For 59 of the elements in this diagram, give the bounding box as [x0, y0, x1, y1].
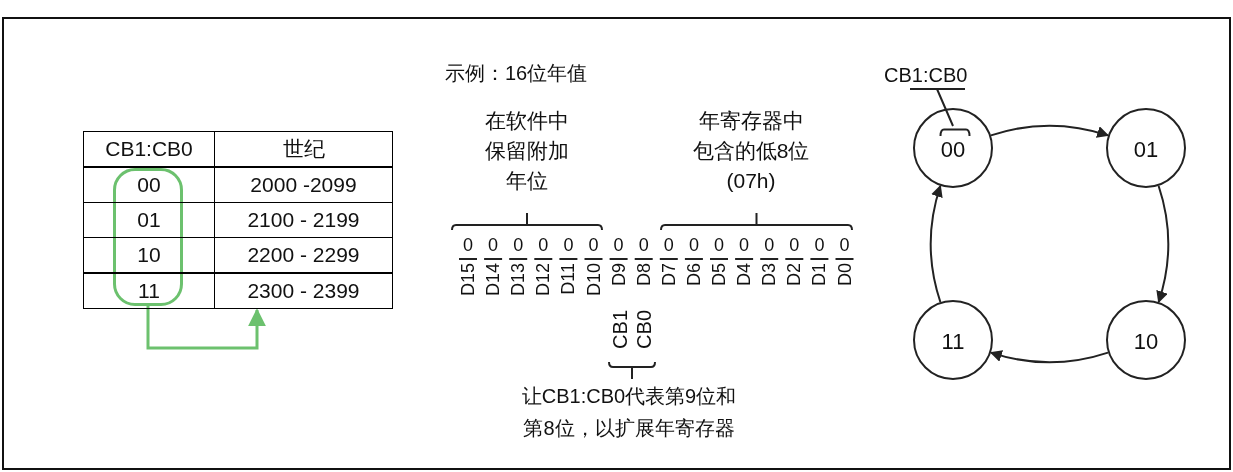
header-cell: 世纪 — [214, 131, 393, 167]
bit-name: D2 — [783, 263, 806, 286]
bit-value: 0 — [813, 235, 826, 256]
bracket-mark — [939, 128, 971, 137]
bit-name: D1 — [808, 263, 831, 286]
bit-value: 0 — [687, 235, 700, 256]
bit-name: D0 — [833, 263, 856, 286]
bit-value: 0 — [838, 235, 851, 256]
bit-name: D8 — [632, 263, 655, 286]
bit-value: 0 — [662, 235, 675, 256]
leader-line — [909, 88, 966, 127]
bit-name: D11 — [557, 263, 580, 295]
bit-value: 0 — [462, 235, 474, 256]
bit-value: 0 — [537, 235, 550, 256]
highlight-outline — [113, 168, 183, 306]
arrow — [929, 184, 943, 304]
arrow — [146, 306, 266, 350]
bracket-caption: 在软件中保留附加年位 — [484, 108, 570, 194]
bit-name: D9 — [607, 263, 630, 286]
state-circle: 10 — [1106, 300, 1186, 380]
header-cell: CB1:CB0 — [83, 131, 215, 167]
bit-name: D6 — [682, 263, 705, 286]
bit-value: 0 — [587, 235, 600, 256]
arrow — [989, 350, 1110, 364]
table-cell: 2200 - 2299 — [214, 237, 393, 273]
state-circle: 11 — [913, 300, 993, 380]
note-text: 让CB1:CB0代表第9位和第8位，以扩展年寄存器 — [520, 384, 738, 441]
bit-name: CB1 — [609, 310, 631, 349]
bit-name: D10 — [582, 263, 605, 297]
bit-value: 0 — [487, 235, 500, 256]
bit-value: 0 — [713, 235, 725, 256]
table-cell: 10 — [83, 237, 215, 273]
table-cell: 2000 -2099 — [214, 167, 393, 203]
arrow — [989, 124, 1110, 138]
bit-value: 0 — [562, 235, 575, 256]
example-caption: 示例：16位年值 — [445, 61, 589, 86]
state-circle: 00 — [913, 108, 993, 188]
bracket-caption: 年寄存器中包含的低8位(07h) — [691, 108, 811, 194]
bit-name: CB0 — [633, 310, 655, 349]
bit-name: D15 — [457, 263, 479, 297]
bit-value: 0 — [788, 235, 801, 256]
bit-value: 0 — [637, 235, 650, 256]
bit-name: D3 — [758, 263, 781, 286]
arrow — [1156, 184, 1170, 304]
bit-name: D4 — [733, 263, 756, 286]
bit-name: D12 — [532, 263, 555, 297]
bit-value: 0 — [763, 235, 776, 256]
bit-value: 0 — [612, 235, 625, 256]
leader-label: CB1:CB0 — [884, 64, 996, 89]
bit-name: D7 — [657, 263, 680, 286]
bit-value: 0 — [512, 235, 525, 256]
bit-name: D14 — [482, 263, 505, 297]
bit-value: 0 — [738, 235, 751, 256]
table-cell: 00 — [83, 167, 215, 203]
table-cell: 2300 - 2399 — [214, 273, 393, 309]
bit-name: D5 — [708, 263, 730, 286]
table-cell: 11 — [83, 273, 215, 309]
bit-name: D13 — [507, 263, 530, 297]
state-circle: 01 — [1106, 108, 1186, 188]
